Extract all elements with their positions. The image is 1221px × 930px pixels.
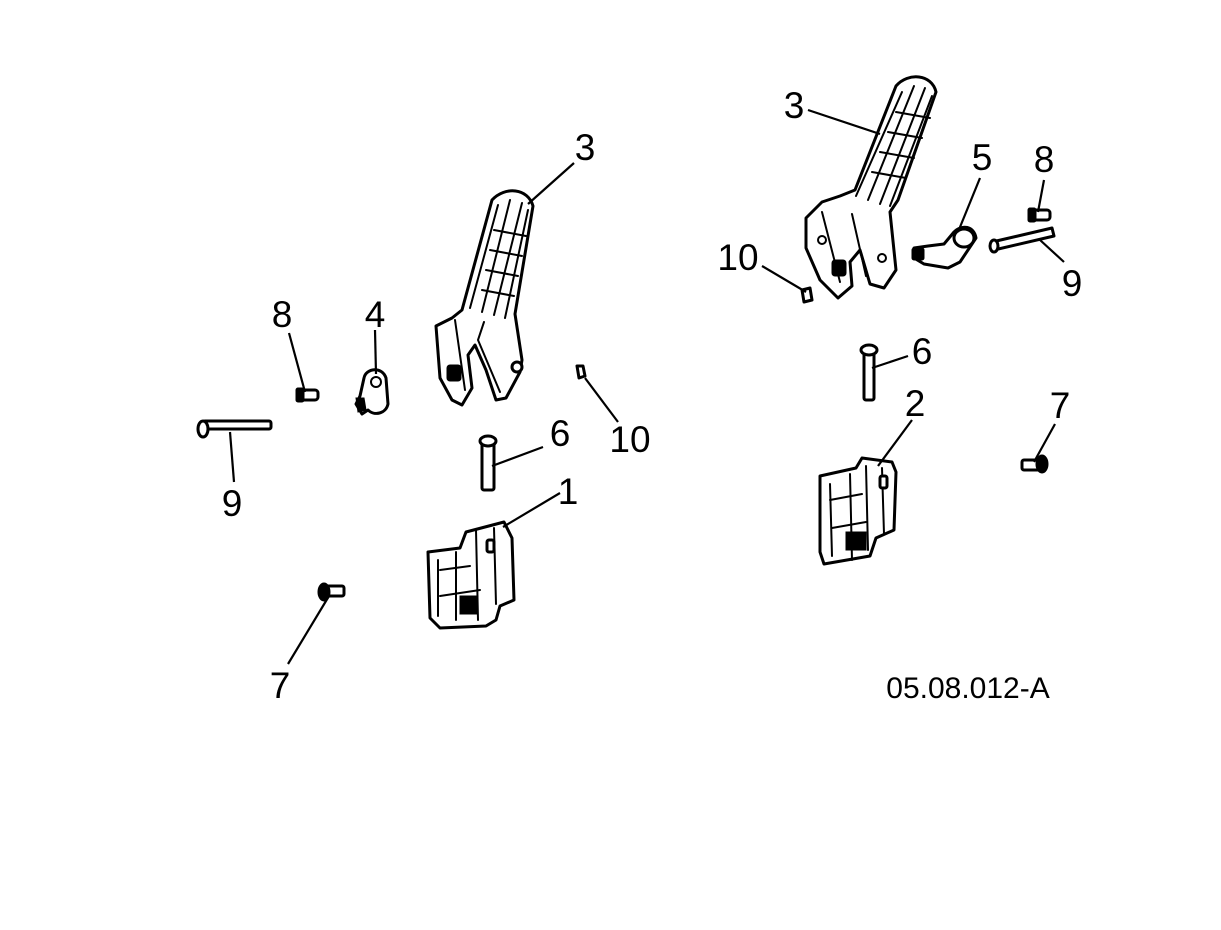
left-bolt <box>317 582 346 602</box>
left-callout-8: 8 <box>272 294 293 335</box>
right-shaft <box>988 226 1056 254</box>
right-stud <box>1027 207 1052 223</box>
left-cam <box>354 368 390 416</box>
left-callout-3: 3 <box>575 127 596 168</box>
right-callout-9: 9 <box>1062 263 1083 304</box>
left-callout-4: 4 <box>365 294 386 335</box>
right-callout-8: 8 <box>1034 139 1055 180</box>
left-stud <box>295 387 320 403</box>
right-callout-3: 3 <box>784 85 805 126</box>
left-callout-7: 7 <box>270 665 291 706</box>
right-pin <box>859 343 879 402</box>
left-assembly: 3 4 8 9 10 6 1 7 <box>196 127 651 706</box>
left-leader-10 <box>584 377 619 423</box>
left-leader-1 <box>502 492 561 528</box>
right-bolt <box>1020 454 1049 474</box>
right-pedal-arm <box>804 75 938 300</box>
left-leader-8 <box>287 332 307 393</box>
right-callout-6: 6 <box>912 331 933 372</box>
left-clip <box>575 364 587 380</box>
left-leader-6 <box>491 445 544 468</box>
left-leader-7 <box>287 595 330 665</box>
diagram-reference-code: 05.08.012-A <box>886 672 1049 705</box>
right-leader-8 <box>1036 179 1046 213</box>
left-callout-9: 9 <box>222 483 243 524</box>
right-leader-9 <box>1039 239 1065 263</box>
right-bracket <box>818 456 898 566</box>
right-leader-6 <box>871 354 909 370</box>
right-cam <box>911 225 978 270</box>
left-leader-4 <box>373 329 378 375</box>
left-callout-6: 6 <box>550 413 571 454</box>
right-callout-7: 7 <box>1050 385 1071 426</box>
right-leader-10 <box>761 265 807 293</box>
left-callout-10: 10 <box>609 419 650 460</box>
right-callout-5: 5 <box>972 137 993 178</box>
right-leader-2 <box>877 419 913 467</box>
left-pedal-arm <box>434 189 535 407</box>
left-shaft <box>196 419 273 439</box>
right-leader-3 <box>807 108 881 136</box>
left-leader-3 <box>527 162 575 205</box>
left-pin <box>478 434 498 492</box>
left-callout-1: 1 <box>558 471 579 512</box>
right-assembly: 3 5 8 9 10 6 2 7 <box>717 75 1083 566</box>
left-leader-9 <box>228 431 236 483</box>
right-callout-10: 10 <box>717 237 758 278</box>
right-leader-5 <box>956 177 982 233</box>
right-callout-2: 2 <box>905 383 926 424</box>
left-bracket <box>426 520 516 630</box>
right-leader-7 <box>1033 423 1056 463</box>
